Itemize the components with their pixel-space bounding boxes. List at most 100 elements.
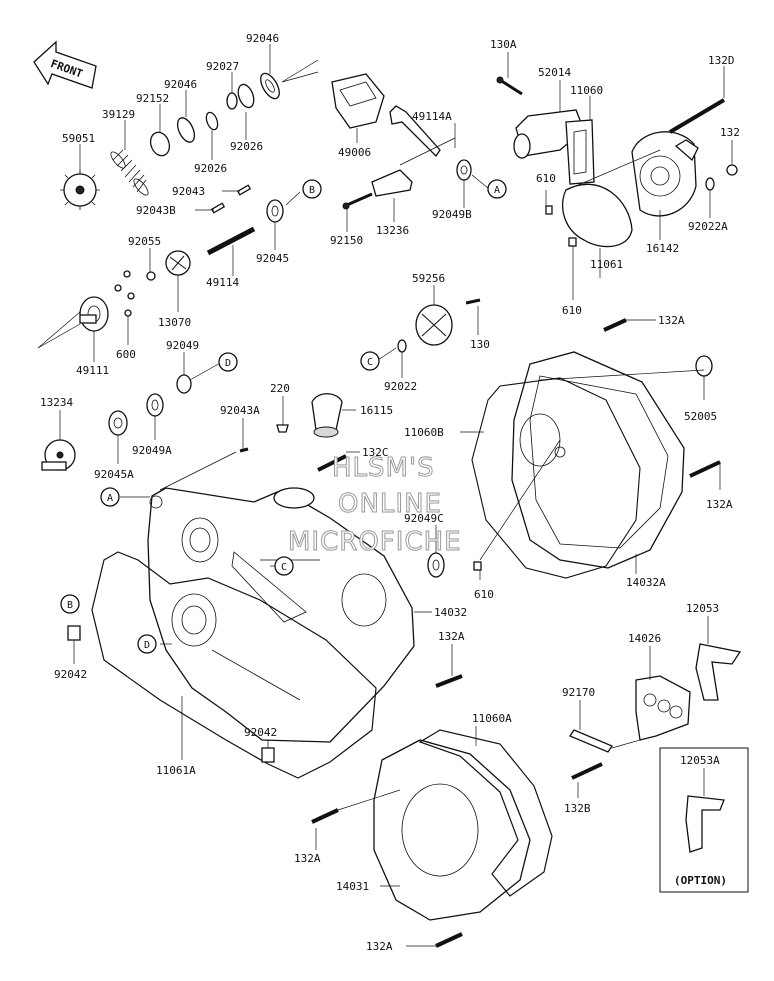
- label-132A-e: 132A: [366, 940, 393, 953]
- watermark-line-2: ONLINE: [338, 489, 442, 519]
- leaders-outer-cover: [315, 726, 477, 947]
- label-16115: 16115: [360, 404, 393, 417]
- label-92152: 92152: [136, 92, 169, 105]
- gasket-11060A: [418, 729, 553, 897]
- callout-c-case: C: [274, 556, 294, 576]
- water-pump-cover-parts: [496, 52, 738, 300]
- label-92043B: 92043B: [136, 204, 176, 217]
- label-92042-b: 92042: [244, 726, 277, 739]
- label-11060A: 11060A: [472, 712, 512, 725]
- label-92049A: 92049A: [132, 444, 172, 457]
- label-610-c: 610: [474, 588, 494, 601]
- watermark: HLSM'S ONLINE MICROFICHE: [288, 453, 462, 558]
- gear-13234: [41, 439, 76, 471]
- label-92170: 92170: [562, 686, 595, 699]
- label-14032: 14032: [434, 606, 467, 619]
- bolt-132C: [317, 451, 360, 472]
- option-box: [659, 747, 749, 893]
- label-92022A: 92022A: [688, 220, 728, 233]
- label-13236: 13236: [376, 224, 409, 237]
- label-92055: 92055: [128, 235, 161, 248]
- label-610-b: 610: [562, 304, 582, 317]
- label-11060: 11060: [570, 84, 603, 97]
- callout-markers: A B D C A B C D: [60, 179, 507, 654]
- bracket-14026: [635, 646, 691, 741]
- impeller-59256: [377, 285, 481, 378]
- label-92043: 92043: [172, 185, 205, 198]
- label-11061: 11061: [590, 258, 623, 271]
- label-132A-a: 132A: [658, 314, 685, 327]
- leader-lines-top-left: [59, 44, 356, 491]
- pump-shaft-parts: [37, 72, 343, 471]
- label-92150: 92150: [330, 234, 363, 247]
- watermark-line-1: HLSM'S: [332, 453, 435, 483]
- label-92026-b: 92026: [194, 162, 227, 175]
- impeller-13070: [165, 250, 191, 276]
- callout-a-top: A: [487, 179, 507, 199]
- label-92026-a: 92026: [230, 140, 263, 153]
- svg-text:C: C: [367, 357, 373, 368]
- label-39129: 39129: [102, 108, 135, 121]
- label-49114: 49114: [206, 276, 239, 289]
- label-92046-top: 92046: [246, 32, 279, 45]
- dowel-92042-b: [261, 747, 275, 763]
- label-132A-d: 132A: [294, 852, 321, 865]
- label-92046-mid: 92046: [164, 78, 197, 91]
- pump-cover-16142: [631, 131, 699, 217]
- callout-c-mid: C: [360, 351, 380, 371]
- label-12053: 12053: [686, 602, 719, 615]
- seal-92049C: [427, 525, 482, 578]
- label-59256: 59256: [412, 272, 445, 285]
- label-13070: 13070: [158, 316, 191, 329]
- label-92045: 92045: [256, 252, 289, 265]
- label-132: 132: [720, 126, 740, 139]
- label-49111: 49111: [76, 364, 109, 377]
- clutch-cover-14032A: [511, 318, 721, 569]
- oil-cap-16115: [311, 393, 343, 438]
- label-49114A: 49114A: [412, 110, 452, 123]
- label-59051: 59051: [62, 132, 95, 145]
- bracket-12053: [695, 616, 742, 701]
- callout-d-case: D: [137, 634, 157, 654]
- governor-49111: [37, 296, 109, 349]
- label-130A: 130A: [490, 38, 517, 51]
- callout-a-left: A: [100, 487, 120, 507]
- label-14026: 14026: [628, 632, 661, 645]
- label-12053A: 12053A: [680, 754, 720, 767]
- callout-b-left: B: [60, 594, 80, 614]
- label-132B: 132B: [564, 802, 591, 815]
- label-11061A: 11061A: [156, 764, 196, 777]
- label-132C: 132C: [362, 446, 389, 459]
- label-92043A: 92043A: [220, 404, 260, 417]
- label-49006: 49006: [338, 146, 371, 159]
- front-direction-arrow: FRONT: [33, 40, 97, 89]
- shift-shaft-parts: [331, 73, 489, 232]
- label-14031: 14031: [336, 880, 369, 893]
- label-16142: 16142: [646, 242, 679, 255]
- callout-b-top: B: [302, 179, 322, 199]
- label-92022: 92022: [384, 380, 417, 393]
- label-92045A: 92045A: [94, 468, 134, 481]
- label-600: 600: [116, 348, 136, 361]
- label-132A-c: 132A: [438, 630, 465, 643]
- label-132D: 132D: [708, 54, 735, 67]
- label-52014: 52014: [538, 66, 571, 79]
- svg-text:D: D: [225, 358, 231, 369]
- outer-cover-14031: [373, 739, 531, 921]
- spring-39129: [110, 149, 149, 196]
- label-14032A: 14032A: [626, 576, 666, 589]
- label-52005: 52005: [684, 410, 717, 423]
- label-92049B: 92049B: [432, 208, 472, 221]
- svg-text:D: D: [144, 640, 150, 651]
- leaders-clutch-cover: [460, 319, 721, 580]
- label-220: 220: [270, 382, 290, 395]
- label-92042-a: 92042: [54, 668, 87, 681]
- part-number-labels: 92046 92027 92046 39129 92152 59051 9202…: [40, 32, 740, 953]
- svg-text:B: B: [309, 185, 315, 196]
- label-13234: 13234: [40, 396, 73, 409]
- bolt-132B: [571, 762, 603, 798]
- svg-text:C: C: [281, 562, 287, 573]
- label-92049C: 92049C: [404, 512, 444, 525]
- bolt-92170: [569, 700, 641, 753]
- dowel-92042-a: [67, 625, 81, 641]
